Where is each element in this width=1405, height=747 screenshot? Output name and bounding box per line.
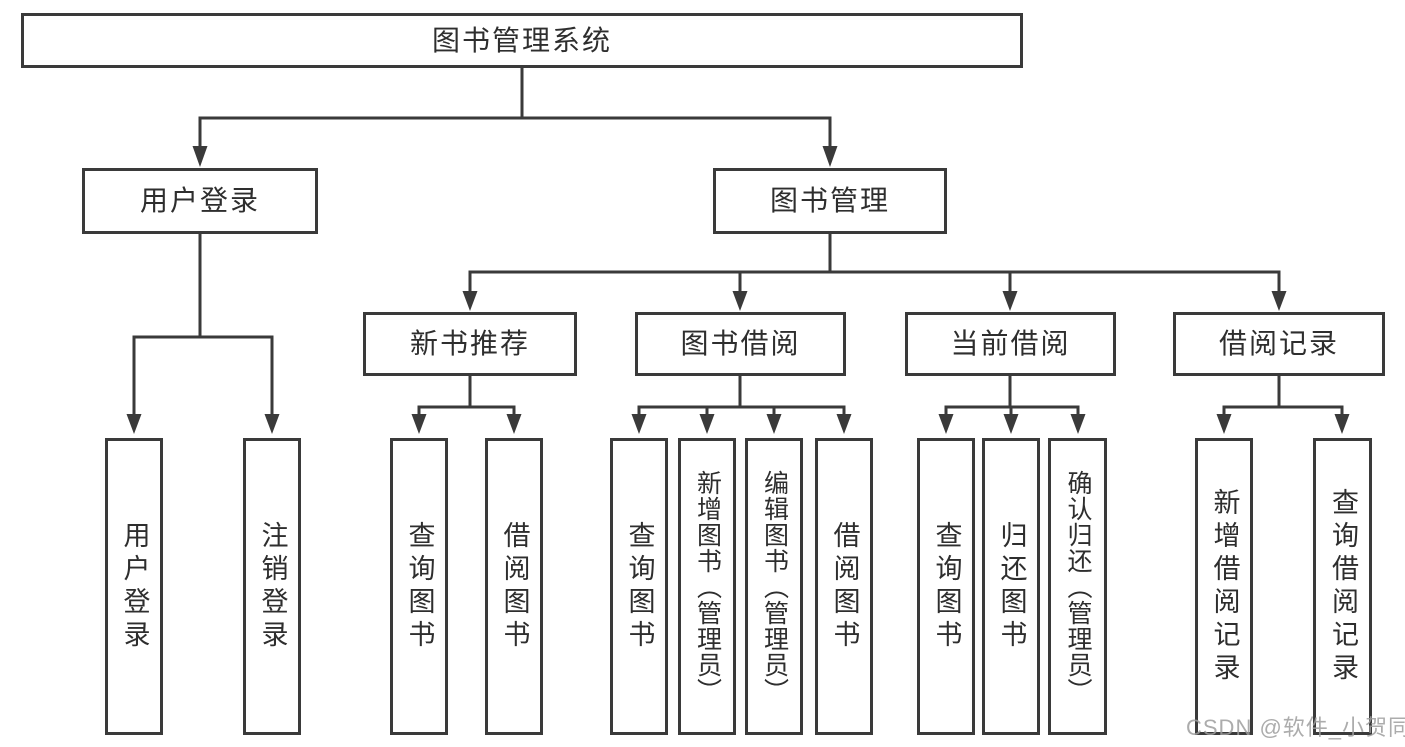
arrowhead: [732, 291, 748, 311]
csdn-watermark: CSDN @软件_小贺同学: [1186, 715, 1405, 740]
arrowhead: [126, 414, 142, 434]
connector-new-book-recommend-to-leaves: [411, 376, 522, 434]
connector-book-management-to-level2: [462, 234, 1287, 311]
leaf-nbr-query-books: 查询图书: [390, 438, 448, 735]
arrowhead: [264, 414, 280, 434]
leaf-bb-add-books-admin: 新增图书（管理员）: [678, 438, 736, 735]
leaf-user-login: 用户登录: [105, 438, 163, 735]
leaf-logout-login: 注销登录: [243, 438, 301, 735]
arrowhead: [1070, 414, 1086, 434]
connector-borrow-records-to-leaves: [1216, 376, 1350, 434]
arrowhead: [1216, 414, 1232, 434]
node-user-login: 用户登录: [82, 168, 318, 234]
node-book-borrow: 图书借阅: [635, 312, 846, 376]
arrowhead: [1003, 414, 1019, 434]
node-borrow-records: 借阅记录: [1173, 312, 1385, 376]
arrowhead: [411, 414, 427, 434]
node-root-library-management-system: 图书管理系统: [21, 13, 1023, 68]
leaf-br-add-borrow-record: 新增借阅记录: [1195, 438, 1253, 735]
leaf-bb-edit-books-admin: 编辑图书（管理员）: [745, 438, 803, 735]
leaf-cb-return-books: 归还图书: [982, 438, 1040, 735]
arrowhead: [766, 414, 782, 434]
arrowhead: [506, 414, 522, 434]
arrowhead: [462, 291, 478, 311]
arrowhead: [699, 414, 715, 434]
arrowhead: [1334, 414, 1350, 434]
node-book-management: 图书管理: [713, 168, 947, 234]
connector-root-to-level1: [192, 68, 838, 167]
leaf-br-query-borrow-record: 查询借阅记录: [1313, 438, 1372, 735]
arrowhead: [1271, 291, 1287, 311]
node-current-borrow: 当前借阅: [905, 312, 1116, 376]
connector-current-borrow-to-leaves: [938, 376, 1086, 434]
arrowhead: [836, 414, 852, 434]
leaf-cb-query-books: 查询图书: [917, 438, 975, 735]
leaf-bb-query-books: 查询图书: [610, 438, 668, 735]
leaf-cb-confirm-return-admin: 确认归还（管理员）: [1048, 438, 1107, 735]
connector-book-borrow-to-leaves: [631, 376, 852, 434]
arrowhead: [631, 414, 647, 434]
arrowhead: [1002, 291, 1018, 311]
arrowhead: [822, 146, 838, 167]
node-new-book-recommend: 新书推荐: [363, 312, 577, 376]
connector-user-login-to-leaves: [126, 234, 280, 434]
arrowhead: [192, 146, 208, 167]
leaf-nbr-borrow-books: 借阅图书: [485, 438, 543, 735]
arrowhead: [938, 414, 954, 434]
leaf-bb-borrow-books: 借阅图书: [815, 438, 873, 735]
